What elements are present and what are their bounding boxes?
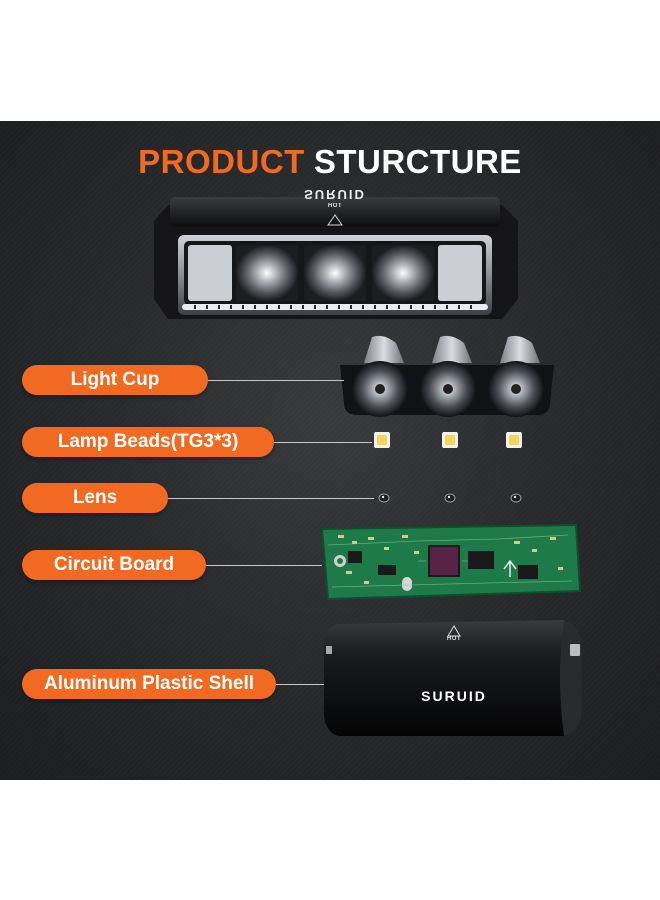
shell-brand-mark: SURUID xyxy=(421,688,487,704)
hot-warning-icon xyxy=(327,214,343,226)
light-cup-image xyxy=(336,333,558,419)
label-aluminum-shell: Aluminum Plastic Shell xyxy=(22,669,276,699)
leader-circuit-board xyxy=(206,565,322,566)
shell-image: HOT SURUID xyxy=(318,616,590,742)
hot-warning-icon xyxy=(447,625,461,637)
shell-hot-badge: HOT xyxy=(446,636,462,642)
label-lamp-beads: Lamp Beads(TG3*3) xyxy=(22,427,274,457)
lens-image xyxy=(372,489,528,507)
label-circuit-board: Circuit Board xyxy=(22,550,206,580)
leader-aluminum-shell xyxy=(276,684,324,685)
lamp-hot-badge: HOT xyxy=(327,203,343,209)
title-accent: PRODUCT xyxy=(138,143,305,180)
lamp-bead-image xyxy=(370,428,536,452)
lamp-product-image: SURUID HOT xyxy=(150,187,520,331)
leader-light-cup xyxy=(208,380,344,381)
label-light-cup: Light Cup xyxy=(22,365,208,395)
circuit-board-image xyxy=(318,521,582,603)
leader-lens xyxy=(168,498,374,499)
lamp-product-svg xyxy=(154,197,518,319)
title-rest: STURCTURE xyxy=(313,143,522,180)
label-lens: Lens xyxy=(22,483,168,513)
leader-lamp-beads xyxy=(274,442,372,443)
lamp-brand-mark: SURUID xyxy=(304,187,366,202)
